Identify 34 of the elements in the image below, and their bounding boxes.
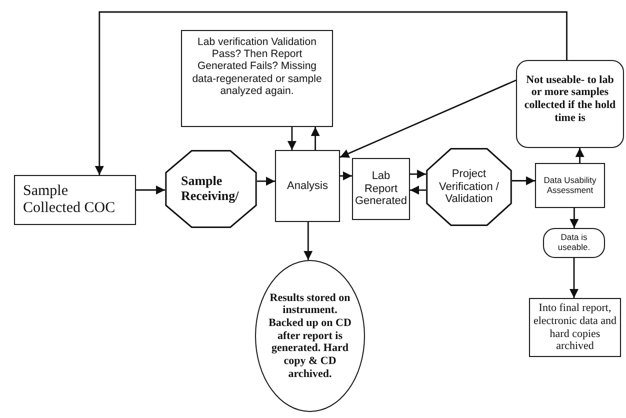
arrow bbox=[410, 170, 426, 179]
process-box bbox=[14, 175, 136, 225]
process-box bbox=[275, 150, 340, 222]
rounded-box bbox=[543, 228, 605, 258]
arrow bbox=[136, 186, 165, 194]
node-text: Lab Report Generated bbox=[355, 170, 407, 208]
arrow bbox=[310, 127, 320, 150]
node-text: Project Verification / Validation bbox=[438, 168, 500, 206]
node-text: Lab verification Validation Pass? Then Report Generated Fails? Missing data-regenerated or sample analyzed again. bbox=[191, 36, 323, 97]
arrow bbox=[340, 171, 352, 180]
arrow bbox=[512, 176, 535, 186]
arrow bbox=[570, 258, 578, 298]
node-text: Sample Collected COC bbox=[23, 182, 116, 218]
arrow bbox=[94, 11, 568, 175]
node-text: Data Usability Assessment bbox=[542, 176, 598, 196]
process-box bbox=[352, 158, 410, 220]
node-text: Not useable- to lab or more samples collected if the hold time is bbox=[523, 74, 617, 124]
arrow bbox=[575, 148, 584, 163]
node-text: Analysis bbox=[287, 180, 328, 192]
rounded-box bbox=[516, 60, 624, 148]
arrow bbox=[340, 80, 516, 158]
node-text: Into final report, electronic data and hard copies archived bbox=[532, 302, 618, 353]
arrow bbox=[410, 186, 426, 195]
arrow bbox=[570, 208, 579, 228]
arrow bbox=[257, 176, 275, 186]
octagon-shape bbox=[426, 148, 512, 226]
octagon-shape bbox=[165, 150, 257, 228]
arrow bbox=[304, 222, 313, 260]
node-text: Sample Receiving/ bbox=[181, 174, 240, 204]
process-box bbox=[181, 30, 333, 127]
node-text: Results stored on instrument. Backed up on CD after report is generated. Hard copy & CD archived. bbox=[268, 292, 352, 380]
node-text: Data is useable. bbox=[556, 233, 592, 253]
arrow bbox=[287, 127, 296, 150]
process-box bbox=[535, 163, 605, 208]
